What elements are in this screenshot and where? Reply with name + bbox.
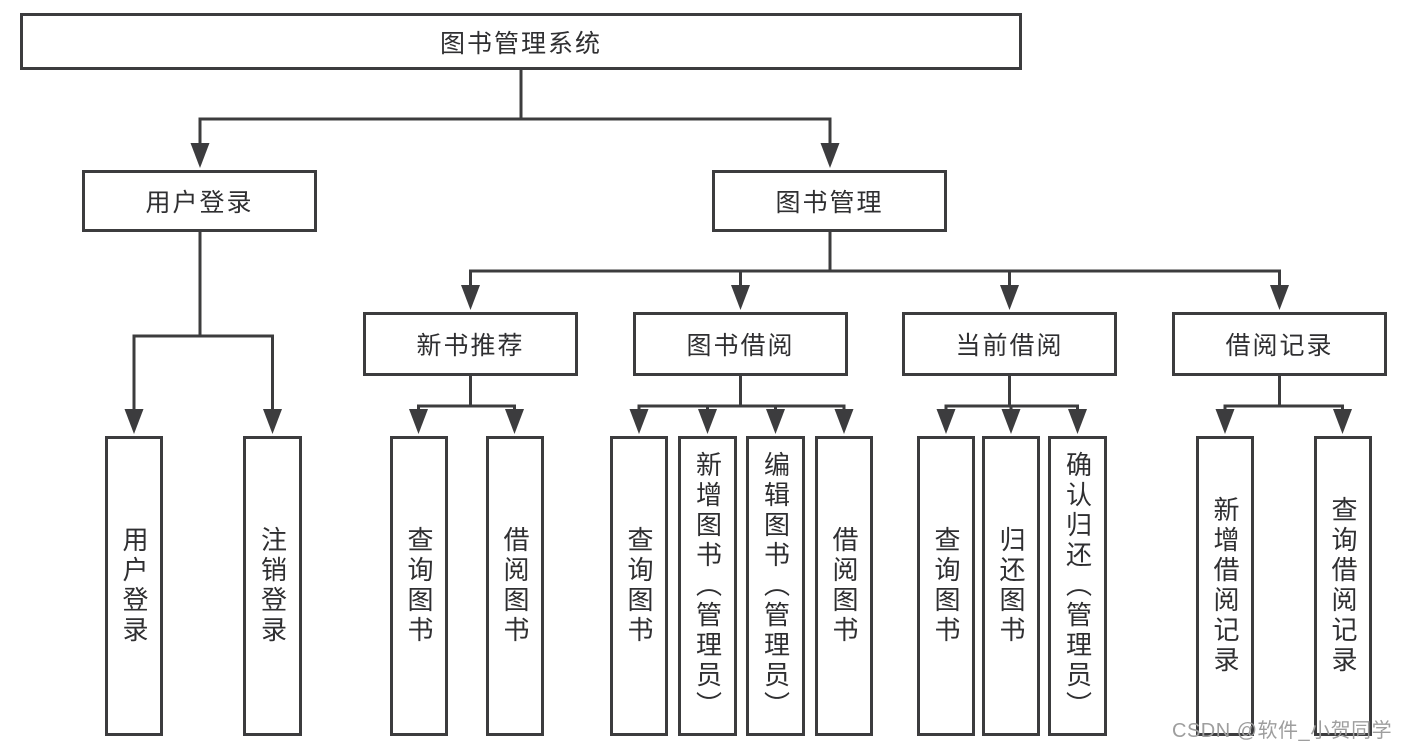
arrowhead-new-book-recommend	[461, 285, 480, 310]
connector-book-borrowing-branch	[629, 376, 854, 434]
leaf-bb-query-books-label: 查询图书	[624, 526, 654, 646]
node-borrowing-records-label: 借阅记录	[1225, 332, 1334, 360]
leaf-bb-borrow-books-label: 借阅图书	[829, 526, 859, 646]
arrowhead-bb-edit-books	[766, 409, 785, 434]
leaf-bb-edit-books-admin-label: 编辑图书（管理员）	[760, 451, 791, 721]
arrowhead-br-add-record	[1215, 409, 1235, 434]
leaf-logout-label: 注销登录	[257, 526, 288, 646]
arrowhead-leaf-user-login	[124, 409, 144, 434]
leaf-bb-add-books-admin: 新增图书（管理员）	[678, 436, 737, 736]
leaf-user-login-label: 用户登录	[119, 526, 149, 646]
node-root: 图书管理系统	[20, 13, 1022, 70]
arrowhead-br-query-record	[1333, 409, 1352, 434]
arrowhead-user-login	[190, 143, 210, 168]
leaf-bb-edit-books-admin: 编辑图书（管理员）	[746, 436, 805, 736]
leaf-nb-query-books-label: 查询图书	[404, 526, 434, 646]
node-book-management: 图书管理	[712, 170, 947, 232]
connector-root-trunk	[198, 70, 832, 150]
connector-borrowing-records-branch	[1215, 376, 1352, 434]
arrowhead-cb-query-books	[936, 409, 956, 434]
leaf-br-query-record-label: 查询借阅记录	[1328, 496, 1358, 676]
node-book-borrowing-label: 图书借阅	[686, 332, 795, 360]
arrowhead-bb-add-books	[698, 409, 717, 434]
node-current-borrowing: 当前借阅	[902, 312, 1117, 376]
node-book-borrowing: 图书借阅	[633, 312, 848, 376]
arrowhead-cb-confirm-return	[1068, 409, 1087, 434]
node-new-book-recommend-label: 新书推荐	[416, 332, 525, 360]
arrowhead-bb-query-books	[629, 409, 649, 434]
leaf-bb-query-books: 查询图书	[610, 436, 668, 736]
arrowhead-book-borrowing	[731, 285, 750, 310]
node-new-book-recommend: 新书推荐	[363, 312, 578, 376]
leaf-nb-query-books: 查询图书	[390, 436, 448, 736]
connector-new-book-recommend-trunk	[417, 376, 516, 416]
leaf-user-login: 用户登录	[105, 436, 163, 736]
node-book-management-label: 图书管理	[775, 189, 884, 217]
leaf-bb-add-books-admin-label: 新增图书（管理员）	[692, 451, 723, 721]
connector-book-management-branch	[461, 232, 1289, 310]
node-root-label: 图书管理系统	[439, 29, 602, 58]
leaf-bb-borrow-books: 借阅图书	[815, 436, 873, 736]
leaf-logout: 注销登录	[243, 436, 302, 736]
leaf-cb-query-books: 查询图书	[917, 436, 975, 736]
leaf-cb-return-books: 归还图书	[982, 436, 1040, 736]
arrowhead-borrowing-records	[1270, 285, 1289, 310]
leaf-cb-return-books-label: 归还图书	[996, 526, 1026, 646]
arrowhead-leaf-logout	[263, 409, 282, 434]
connector-root-to-level2	[190, 70, 840, 168]
leaf-nb-borrow-books-label: 借阅图书	[500, 526, 530, 646]
leaf-cb-confirm-return-admin: 确认归还（管理员）	[1048, 436, 1107, 736]
node-user-login: 用户登录	[82, 170, 317, 232]
connector-book-management-trunk	[469, 232, 1281, 292]
arrowhead-cb-return-books	[1001, 409, 1021, 434]
arrowhead-bb-borrow-books	[834, 409, 854, 434]
leaf-br-query-record: 查询借阅记录	[1314, 436, 1372, 736]
arrowhead-book-management	[820, 143, 840, 168]
leaf-cb-confirm-return-admin-label: 确认归还（管理员）	[1062, 451, 1093, 721]
connector-borrowing-records-trunk	[1223, 376, 1344, 416]
connector-user-login-branch	[124, 232, 282, 434]
connector-user-login-trunk	[132, 232, 274, 416]
connector-new-book-recommend-branch	[409, 376, 524, 434]
node-borrowing-records: 借阅记录	[1172, 312, 1387, 376]
arrowhead-nb-query-books	[409, 409, 428, 434]
connector-book-borrowing-trunk	[637, 376, 846, 416]
arrowhead-nb-borrow-books	[505, 409, 524, 434]
leaf-br-add-record-label: 新增借阅记录	[1210, 496, 1240, 676]
node-user-login-label: 用户登录	[145, 189, 254, 217]
csdn-watermark: CSDN @软件_小贺同学	[1172, 720, 1393, 742]
node-current-borrowing-label: 当前借阅	[955, 332, 1064, 360]
connector-current-borrowing-branch	[936, 376, 1087, 434]
leaf-cb-query-books-label: 查询图书	[931, 526, 961, 646]
leaf-nb-borrow-books: 借阅图书	[486, 436, 544, 736]
arrowhead-current-borrowing	[1000, 285, 1019, 310]
leaf-br-add-record: 新增借阅记录	[1196, 436, 1254, 736]
